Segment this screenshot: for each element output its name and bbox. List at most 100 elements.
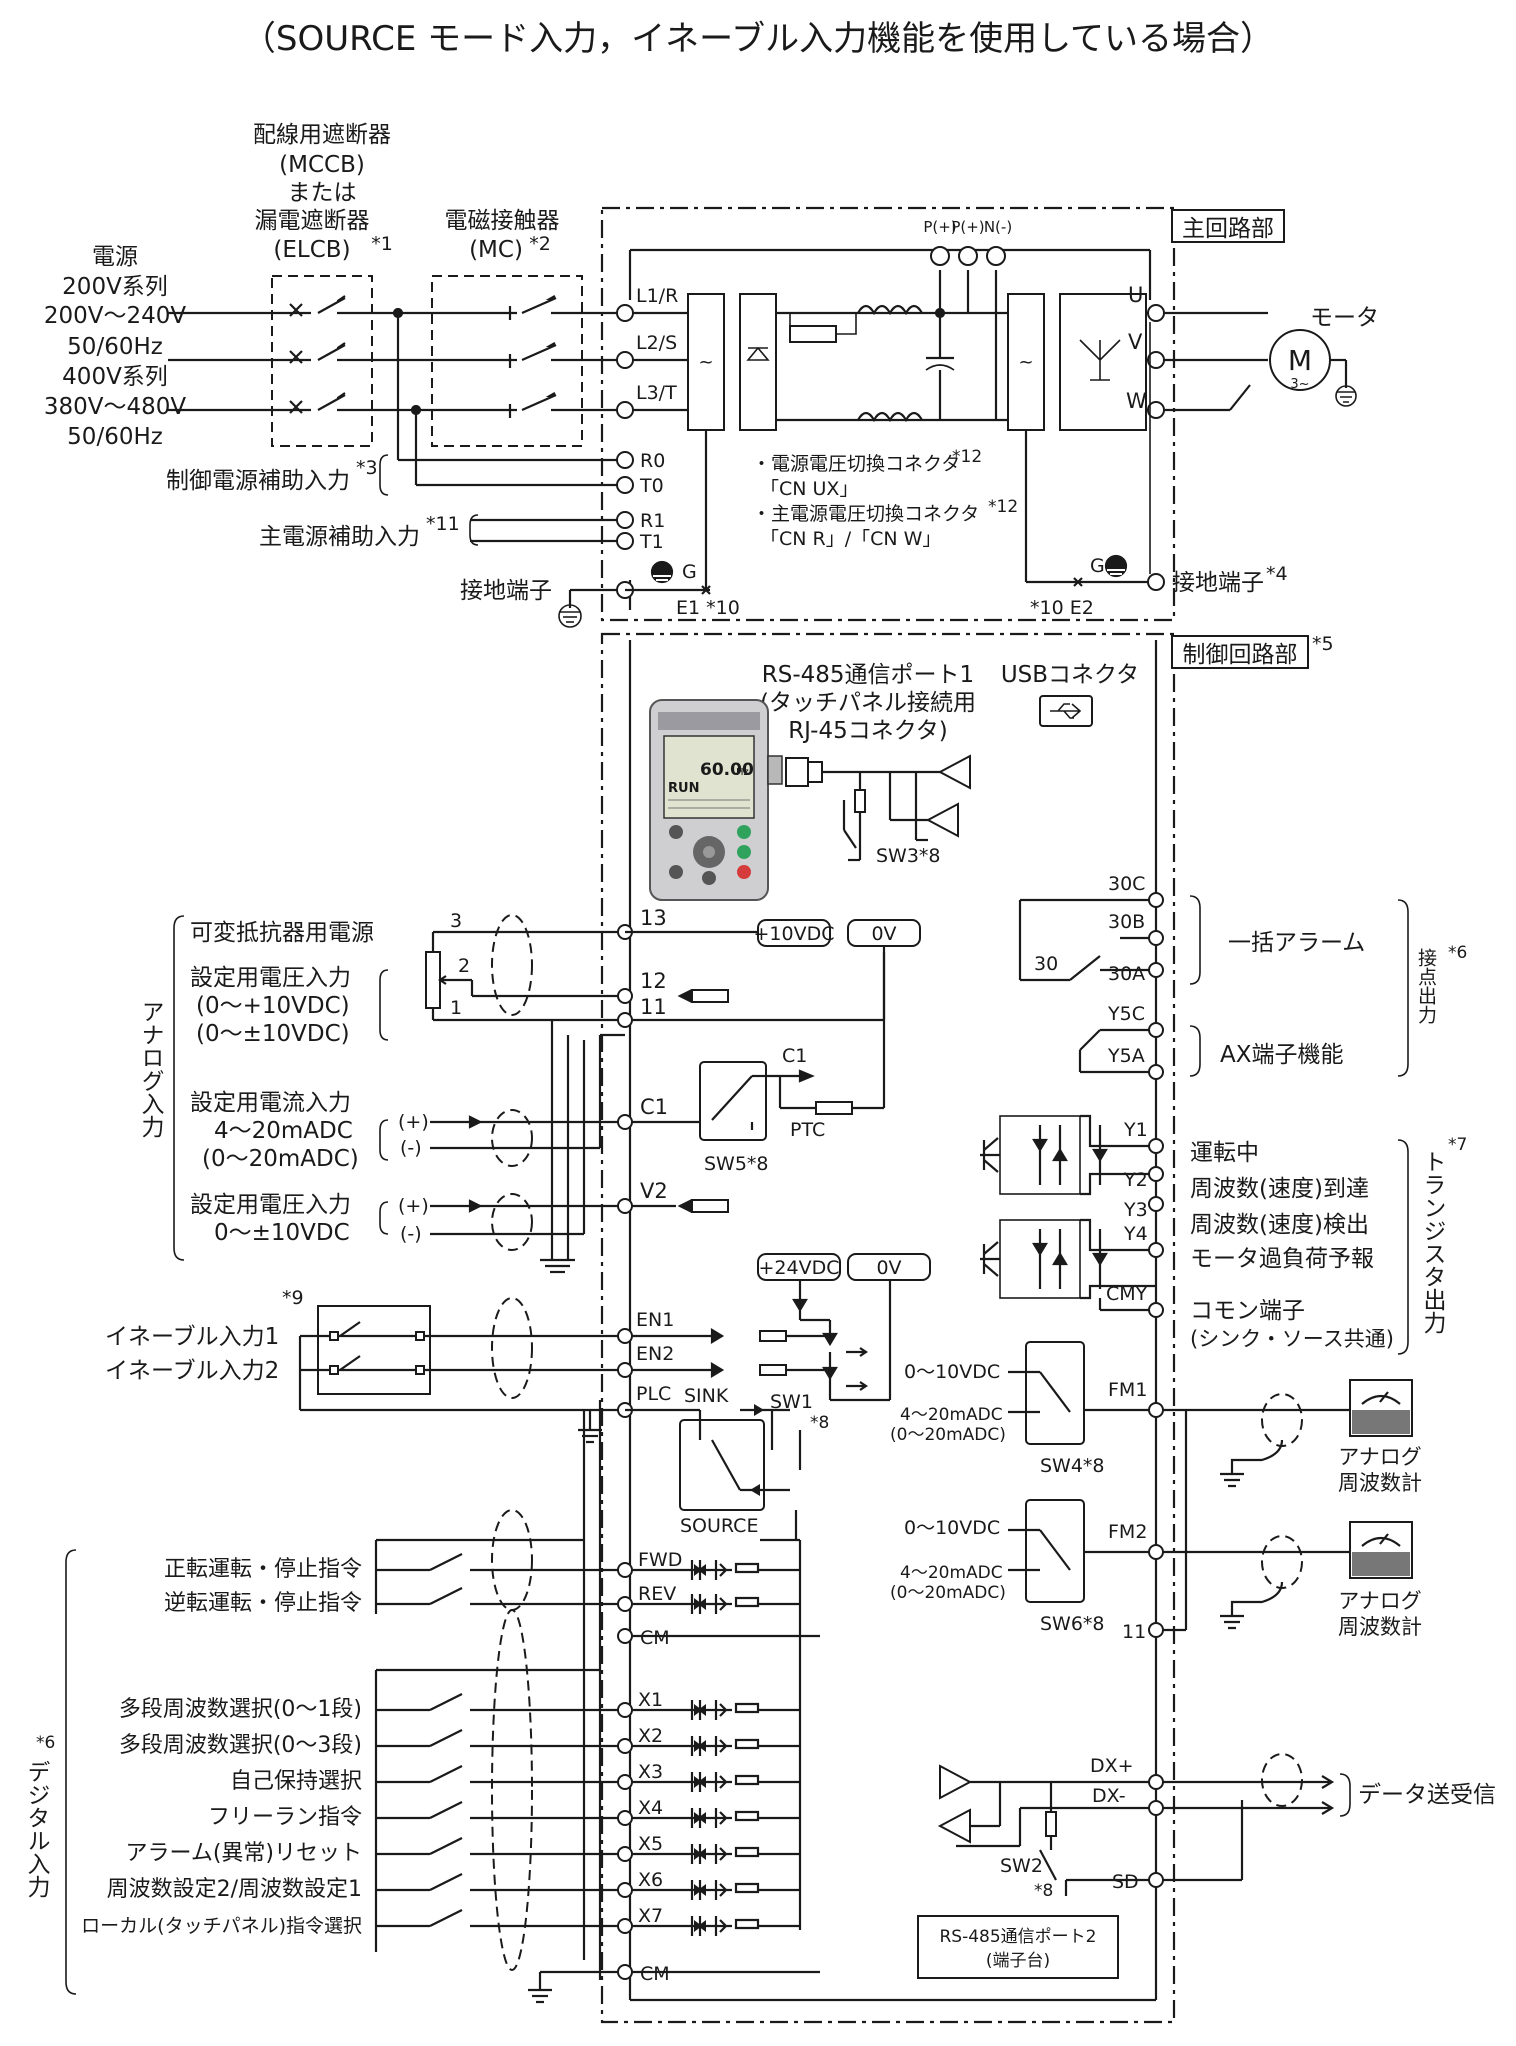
svg-text:12: 12	[640, 969, 667, 993]
svg-text:200V系列: 200V系列	[62, 274, 168, 300]
digital-input-label: 自己保持選択	[230, 1769, 362, 1794]
svg-text:(-): (-)	[400, 1137, 422, 1159]
control-label: 制御回路部	[1183, 642, 1298, 668]
svg-text:イネーブル入力1: イネーブル入力1	[105, 1324, 279, 1350]
digital-input-label: 多段周波数選択(0～3段)	[119, 1733, 362, 1758]
comm-circuit	[937, 1764, 1335, 1896]
transistor-labels: 運転中 周波数(速度)到達 周波数(速度)検出 モータ過負荷予報 コモン端子 (…	[1190, 1140, 1394, 1351]
terminal	[617, 1596, 633, 1612]
svg-text:モータ: モータ	[1310, 305, 1379, 331]
svg-text:(MC): (MC)	[469, 237, 523, 263]
svg-text:CM: CM	[640, 1627, 670, 1649]
svg-text:M: M	[1288, 344, 1312, 377]
svg-text:G: G	[1090, 555, 1105, 577]
svg-text:N(-): N(-)	[984, 218, 1012, 236]
svg-text:4～20mADC: 4～20mADC	[214, 1118, 353, 1144]
svg-text:RUN: RUN	[668, 781, 699, 796]
svg-text:Hz: Hz	[736, 767, 749, 778]
svg-text:(0～±10VDC): (0～±10VDC)	[196, 1021, 350, 1047]
svg-text:設定用電圧入力: 設定用電圧入力	[190, 1192, 351, 1218]
svg-text:(0～20mADC): (0～20mADC)	[202, 1146, 359, 1172]
svg-text:G: G	[682, 561, 697, 583]
svg-text:PLC: PLC	[636, 1383, 671, 1405]
motor-icon: M 3~ モータ	[1269, 305, 1379, 407]
digital-input-label: 多段周波数選択(0～1段)	[119, 1697, 362, 1722]
svg-text:EN1: EN1	[636, 1309, 674, 1331]
svg-text:*10 E2: *10 E2	[1030, 597, 1094, 619]
svg-text:イネーブル入力2: イネーブル入力2	[105, 1358, 279, 1384]
mc-label: 電磁接触器 (MC) *2	[445, 208, 560, 263]
fm2-labels: 0～10VDC 4～20mADC (0～20mADC) SW6*8 FM2 11	[890, 1517, 1164, 1643]
svg-text:Y4: Y4	[1123, 1223, 1148, 1245]
terminal-label: REV	[638, 1583, 676, 1605]
svg-text:Y2: Y2	[1123, 1169, 1148, 1191]
svg-text:C1: C1	[640, 1095, 668, 1119]
svg-text:30A: 30A	[1108, 963, 1145, 985]
contact-output-label: 接点出力	[1415, 948, 1437, 1024]
svg-text:T0: T0	[639, 475, 664, 497]
v-input-label: 設定用電圧入力 (0～+10VDC) (0～±10VDC)	[190, 965, 351, 1047]
transistor-circuit	[980, 1114, 1156, 1312]
svg-text:(MCCB): (MCCB)	[279, 152, 365, 178]
supply-lines	[168, 311, 625, 412]
connector-notes: ・電源電圧切換コネクタ *12 「CN UX」 ・主電源電圧切換コネクタ *12…	[752, 447, 1018, 550]
i-input-label: 設定用電流入力 4～20mADC (0～20mADC)	[190, 1090, 359, 1172]
svg-text:・電源電圧切換コネクタ: ・電源電圧切換コネクタ	[752, 453, 960, 475]
keypad-device: 60.00 Hz RUN	[649, 699, 783, 901]
v24-box: +24VDC	[757, 1253, 841, 1281]
comm-terminals: DX+ DX- SD	[1090, 1755, 1164, 1893]
svg-text:L3/T: L3/T	[636, 382, 677, 404]
svg-text:SOURCE: SOURCE	[680, 1515, 758, 1537]
svg-text:T1: T1	[639, 531, 664, 553]
svg-text:0V: 0V	[876, 1257, 901, 1279]
svg-text:(0～20mADC): (0～20mADC)	[890, 1583, 1006, 1603]
svg-text:(0～20mADC): (0～20mADC)	[890, 1425, 1006, 1445]
dc-terminals: P(+) P(+) N(-)	[923, 218, 1012, 266]
dc-link	[625, 270, 1008, 423]
meter-1: アナログ 周波数計	[1338, 1379, 1422, 1495]
svg-text:RJ-45コネクタ): RJ-45コネクタ)	[788, 718, 948, 744]
svg-text:P(+): P(+)	[923, 218, 956, 236]
svg-text:+10VDC: +10VDC	[754, 923, 835, 945]
fm2-circuit	[1008, 1499, 1350, 1632]
svg-text:11: 11	[1122, 1621, 1146, 1643]
input-terminals: L1/R L2/S L3/T R0 T0 R1 T1	[616, 285, 678, 599]
relay-30-label: 30	[1034, 953, 1058, 975]
cm-terminal-top: CM	[617, 1627, 670, 1649]
svg-text:SW4*8: SW4*8	[1040, 1455, 1105, 1477]
svg-text:電源: 電源	[92, 244, 138, 270]
fm1-circuit	[1008, 1341, 1350, 1630]
svg-text:L2/S: L2/S	[636, 332, 677, 354]
svg-text:30B: 30B	[1108, 911, 1145, 933]
rs485-port2-box: RS-485通信ポート2 (端子台)	[917, 1915, 1119, 1979]
svg-text:設定用電流入力: 設定用電流入力	[190, 1090, 351, 1116]
svg-text:「CN R」/「CN W」: 「CN R」/「CN W」	[760, 528, 941, 550]
mccb-box	[271, 275, 373, 447]
ax-label: AX端子機能	[1220, 1042, 1344, 1068]
svg-text:4～20mADC: 4～20mADC	[900, 1405, 1003, 1425]
ground-e1: G E1 *10	[625, 430, 740, 619]
svg-text:200V～240V: 200V～240V	[44, 303, 187, 329]
enable-box	[317, 1305, 431, 1395]
digital-bracket	[65, 1549, 77, 1995]
usb-label: USBコネクタ	[1001, 662, 1139, 688]
svg-text:CM: CM	[640, 1963, 670, 1985]
svg-text:1: 1	[450, 997, 462, 1019]
ground-e2: G *10 E2	[1024, 322, 1165, 619]
svg-text:EN2: EN2	[636, 1343, 674, 1365]
svg-text:または: または	[288, 180, 357, 206]
ground-label-left: 接地端子	[460, 578, 552, 604]
svg-text:DX+: DX+	[1090, 1755, 1134, 1777]
svg-text:SINK: SINK	[684, 1385, 729, 1407]
svg-text:W: W	[1126, 389, 1147, 413]
terminal	[617, 1882, 633, 1898]
svg-text:運転中: 運転中	[1190, 1140, 1259, 1166]
svg-text:*12: *12	[988, 497, 1018, 517]
terminal	[617, 1562, 633, 1578]
terminal-label: X7	[638, 1905, 663, 1927]
svg-text:E1 *10: E1 *10	[676, 597, 740, 619]
